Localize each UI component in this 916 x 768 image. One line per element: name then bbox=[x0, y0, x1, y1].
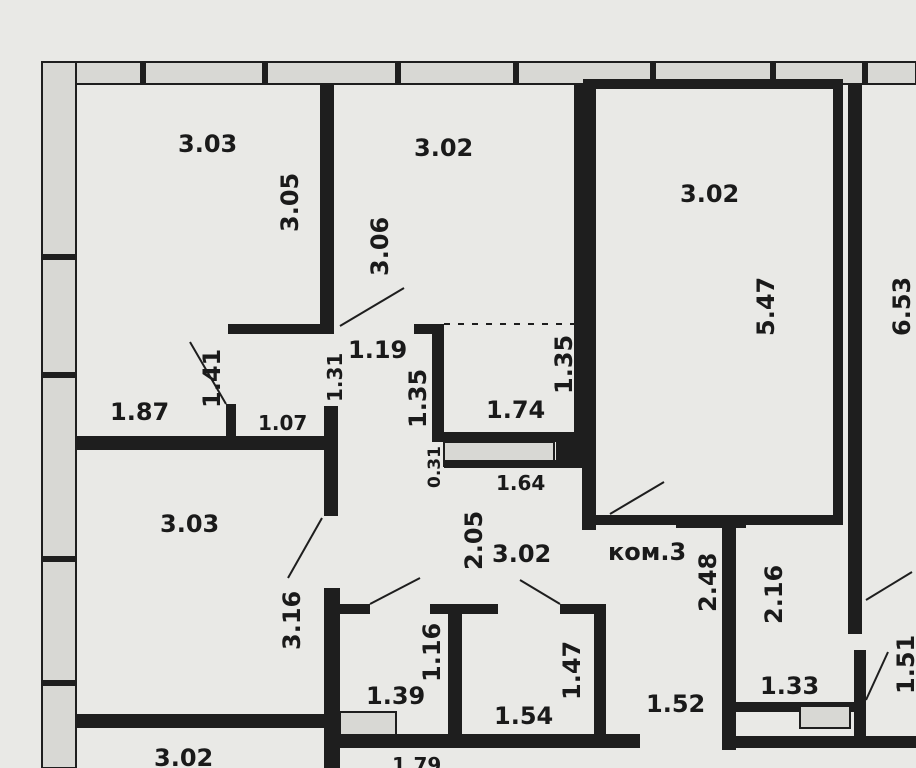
label-hall-1-19: 1.19 bbox=[348, 336, 407, 364]
label-room-ml-width: 3.16 bbox=[278, 591, 306, 650]
label-bottom-3-02: 3.02 bbox=[154, 744, 213, 768]
label-bottom-cut: 1.79 bbox=[392, 753, 441, 768]
label-bottom-1-54: 1.54 bbox=[494, 702, 553, 730]
label-bottom-1-52: 1.52 bbox=[646, 690, 705, 718]
label-corridor-1-35-left: 1.35 bbox=[404, 369, 432, 428]
label-left-1-41: 1.41 bbox=[198, 349, 226, 408]
label-bottom-1-39: 1.39 bbox=[366, 682, 425, 710]
label-bath-1-74: 1.74 bbox=[486, 396, 545, 424]
label-room-top-mid-width: 3.06 bbox=[366, 217, 394, 276]
label-right-1-33: 1.33 bbox=[760, 672, 819, 700]
label-small-0-31: 0.31 bbox=[425, 446, 445, 488]
label-room-big-width: 5.47 bbox=[752, 277, 780, 336]
label-right-1-51: 1.51 bbox=[892, 635, 916, 694]
label-hall-2-05: 2.05 bbox=[460, 511, 488, 570]
label-corridor-1-31: 1.31 bbox=[323, 353, 347, 402]
label-corridor-1-35-right: 1.35 bbox=[550, 335, 578, 394]
interior-walls bbox=[76, 79, 916, 768]
label-room-top-mid-height: 3.02 bbox=[414, 134, 473, 162]
label-bottom-1-47: 1.47 bbox=[558, 641, 586, 700]
label-right-2-16: 2.16 bbox=[760, 565, 788, 624]
label-hall-3-02: 3.02 bbox=[492, 540, 551, 568]
label-room-tl-width: 3.05 bbox=[276, 173, 304, 232]
label-left-1-87: 1.87 bbox=[110, 398, 169, 426]
exterior-walls bbox=[41, 61, 916, 768]
label-right-2-48: 2.48 bbox=[694, 553, 722, 612]
label-room-right-width: 6.53 bbox=[888, 277, 916, 336]
label-room-ml-height: 3.03 bbox=[160, 510, 219, 538]
label-kom3: ком.3 bbox=[608, 538, 686, 566]
label-left-1-07: 1.07 bbox=[258, 411, 307, 435]
label-small-1-64: 1.64 bbox=[496, 471, 545, 495]
dimension-labels: 3.03 3.05 3.02 3.06 3.02 5.47 6.53 1.19 … bbox=[110, 130, 916, 768]
label-room-big-height: 3.02 bbox=[680, 180, 739, 208]
label-room-tl-height: 3.03 bbox=[178, 130, 237, 158]
label-bottom-1-16: 1.16 bbox=[418, 623, 446, 682]
